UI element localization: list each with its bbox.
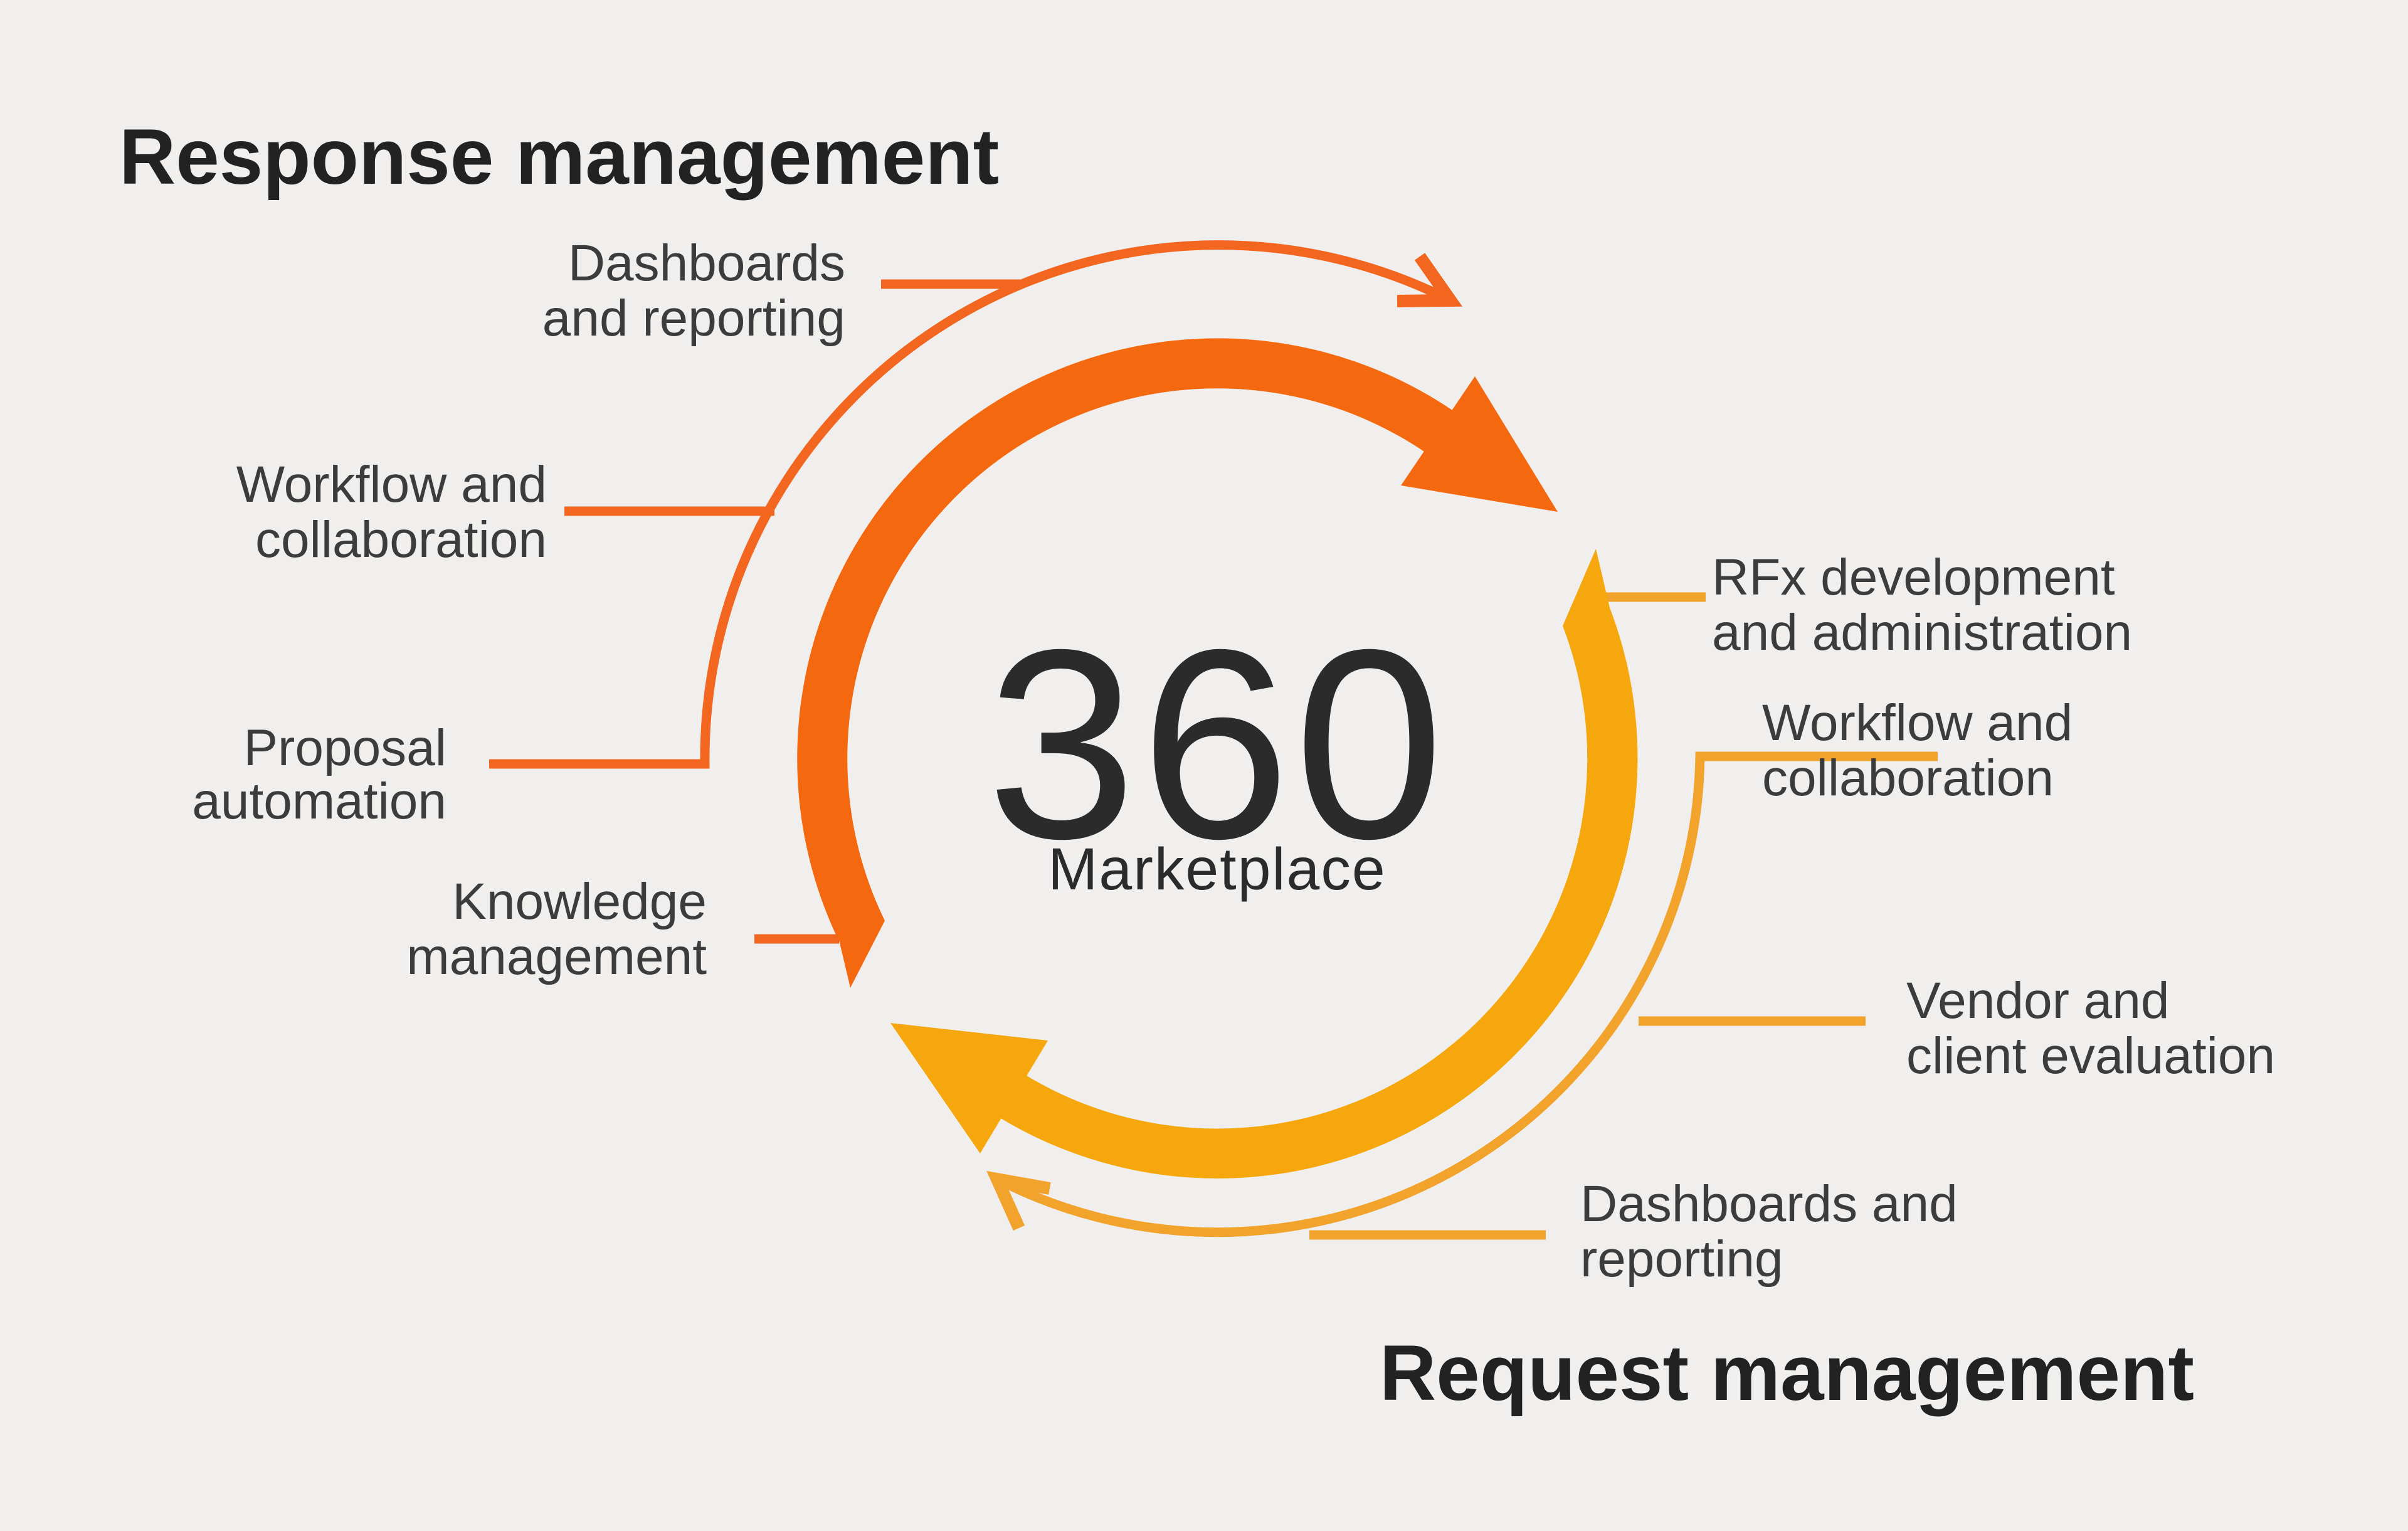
label-line: collaboration bbox=[255, 511, 547, 568]
small-orange-arrowhead-icon bbox=[1397, 253, 1463, 307]
label-line: Workflow and bbox=[1762, 694, 2073, 751]
label-line: management bbox=[406, 928, 707, 985]
thin-yellow-arc bbox=[995, 751, 1938, 1237]
label-line: automation bbox=[192, 773, 446, 830]
label-line: and administration bbox=[1712, 604, 2132, 661]
response-cycle-arrowhead-icon bbox=[1401, 376, 1558, 512]
small-yellow-arrowhead-icon bbox=[986, 1170, 1051, 1231]
thin-orange-arc bbox=[489, 240, 1453, 769]
center-subtitle: Marketplace bbox=[1048, 836, 1386, 903]
label-line: Workflow and bbox=[236, 456, 547, 513]
label-knowledge-management: Knowledge management bbox=[406, 873, 707, 985]
label-workflow-collaboration-right: Workflow and collaboration bbox=[1762, 694, 2073, 807]
label-line: Proposal bbox=[243, 719, 446, 776]
label-line: Vendor and bbox=[1906, 972, 2170, 1029]
response-cycle-arrow-body bbox=[797, 338, 1452, 988]
label-workflow-collaboration-left: Workflow and collaboration bbox=[236, 456, 547, 568]
label-line: reporting bbox=[1580, 1231, 1783, 1288]
label-dashboards-reporting: Dashboards and reporting bbox=[542, 235, 845, 347]
label-line: client evaluation bbox=[1906, 1027, 2275, 1084]
label-line: Dashboards bbox=[568, 235, 845, 292]
label-dashboards-reporting-bottom: Dashboards and reporting bbox=[1580, 1175, 1958, 1288]
label-line: Dashboards and bbox=[1580, 1175, 1958, 1232]
label-line: and reporting bbox=[542, 290, 845, 347]
label-line: RFx development bbox=[1712, 549, 2115, 606]
label-line: Knowledge bbox=[452, 873, 707, 930]
label-vendor-client-evaluation: Vendor and client evaluation bbox=[1906, 972, 2275, 1084]
label-line: collaboration bbox=[1762, 750, 2054, 807]
label-rfx-development: RFx development and administration bbox=[1712, 549, 2132, 661]
center-number: 360 bbox=[986, 594, 1447, 895]
request-cycle-arrowhead-icon bbox=[890, 1023, 1048, 1153]
request-cycle-arrow-body bbox=[1001, 549, 1638, 1179]
label-proposal-automation: Proposal automation bbox=[192, 719, 446, 830]
response-management-title: Response management bbox=[119, 114, 999, 201]
request-management-title: Request management bbox=[1380, 1330, 2194, 1417]
